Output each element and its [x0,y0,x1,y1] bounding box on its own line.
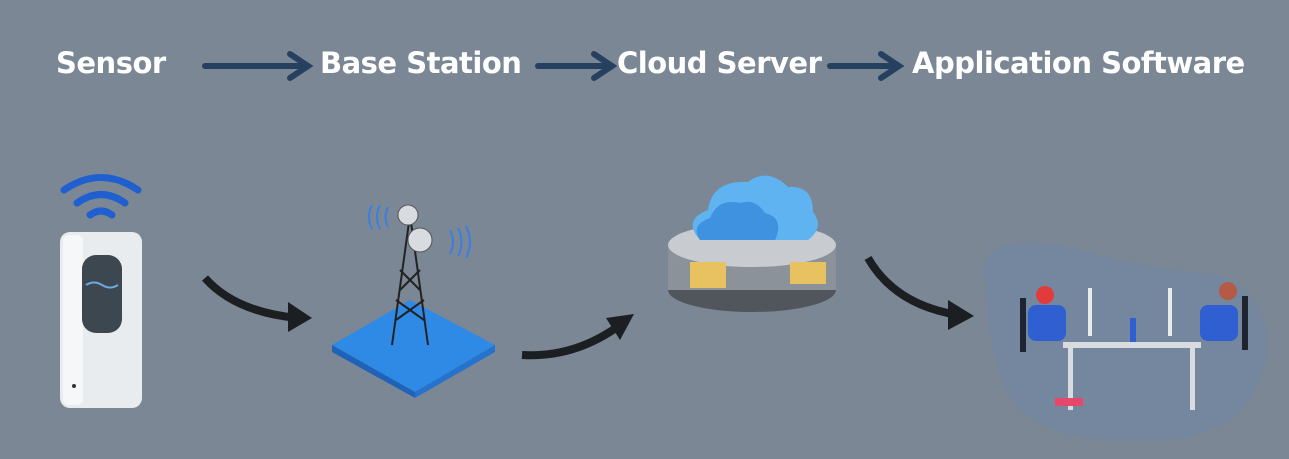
flow-arrow-3 [827,51,905,81]
step-label-application-software: Application Software [912,46,1245,80]
step-label-base-station: Base Station [320,46,522,80]
flow-arrow-1 [202,51,314,81]
application-software-office-image [985,242,1267,441]
cloud-server-image [668,175,836,312]
base-station-tower-image [332,204,495,398]
curved-arrow-1 [202,275,312,332]
flow-arrow-2 [535,51,618,81]
step-label-cloud-server: Cloud Server [617,46,822,80]
curved-arrow-2 [521,314,634,360]
step-label-sensor: Sensor [56,46,166,80]
sensor-dispenser-image [60,232,142,408]
curved-arrow-3 [864,255,974,330]
wifi-icon [60,174,142,219]
